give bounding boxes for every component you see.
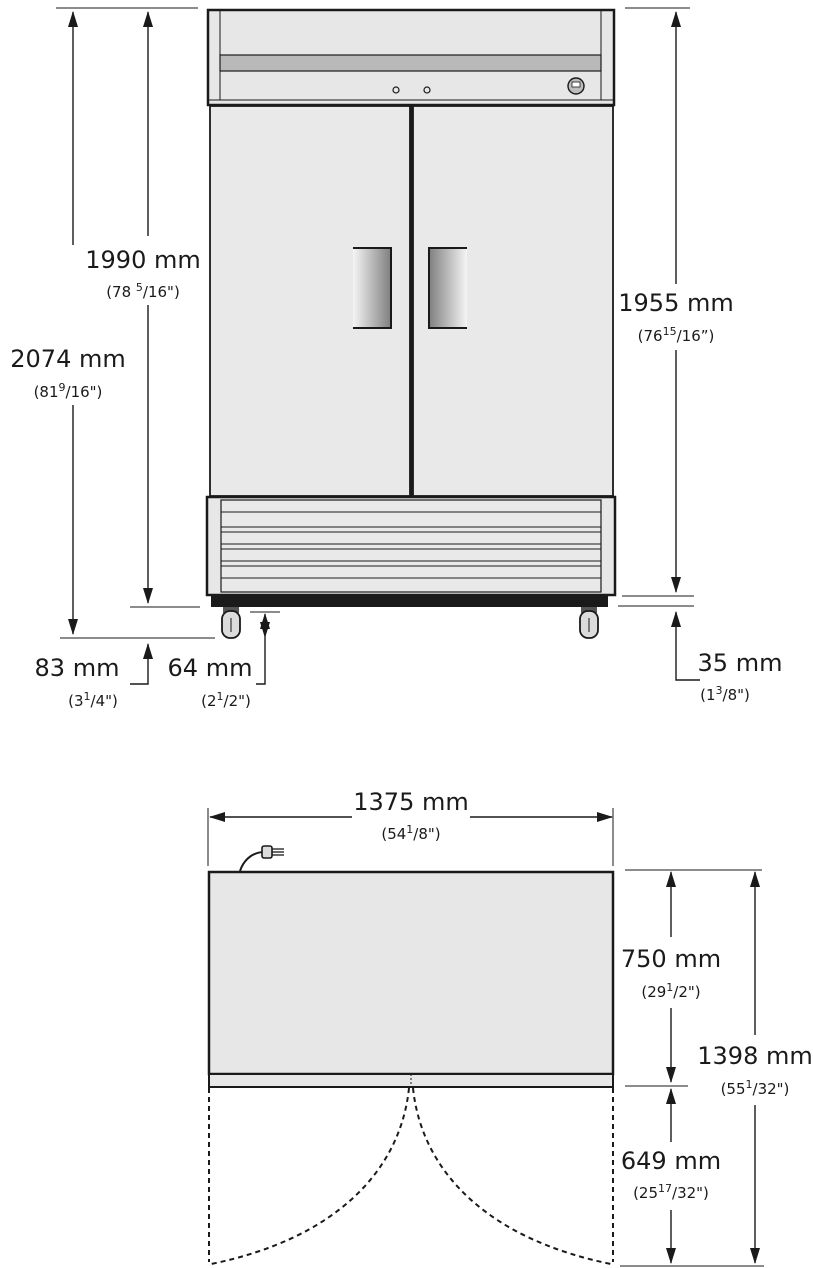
header-strip (219, 54, 602, 72)
label-cabinet-height-inch: (78 5/16") (106, 281, 180, 301)
extension-lines (56, 7, 694, 639)
label-depth-inch: (291/2") (641, 981, 700, 1001)
cabinet-top (207, 870, 615, 1076)
door-swing (208, 1087, 614, 1265)
label-base-gap-inch: (13/8") (700, 684, 750, 704)
top-view: 1375 mm (541/8") 750 mm (291/2") 1398 mm… (207, 788, 813, 1267)
leader-line (256, 637, 266, 685)
label-overall-height-inch: (819/16") (34, 381, 103, 401)
indicator-dot (423, 86, 431, 94)
plug-icon (239, 845, 284, 872)
label-caster-height-inch: (21/2") (201, 690, 251, 710)
extension-lines (207, 808, 764, 1267)
caster-icon (579, 607, 599, 639)
label-caster-height: 64 mm (168, 654, 253, 682)
label-floor-clearance: 83 mm (35, 654, 120, 682)
arrow-icon (671, 611, 700, 681)
label-total-depth-inch: (551/32") (721, 1078, 790, 1098)
label-depth: 750 mm (621, 945, 721, 973)
door-handle-icon (428, 247, 467, 329)
label-door-swing-inch: (2517/32") (633, 1182, 709, 1202)
arrow-icon (130, 643, 153, 685)
front-view: 2074 mm (819/16") 1990 mm (78 5/16") 195… (10, 7, 783, 710)
caster-icon (221, 607, 241, 639)
door-handle-icon (353, 247, 392, 329)
label-width: 1375 mm (353, 788, 468, 816)
label-width-inch: (541/8") (381, 823, 440, 843)
label-total-depth: 1398 mm (697, 1042, 812, 1070)
label-floor-clearance-inch: (31/4") (68, 690, 118, 710)
label-door-height-inch: (7615/16”) (638, 325, 715, 345)
label-cabinet-height: 1990 mm (85, 246, 200, 274)
label-base-gap: 35 mm (698, 649, 783, 677)
label-overall-height: 2074 mm (10, 345, 125, 373)
label-door-height: 1955 mm (618, 289, 733, 317)
indicator-dot (392, 86, 400, 94)
label-door-swing: 649 mm (621, 1147, 721, 1175)
base-rail (211, 595, 608, 607)
